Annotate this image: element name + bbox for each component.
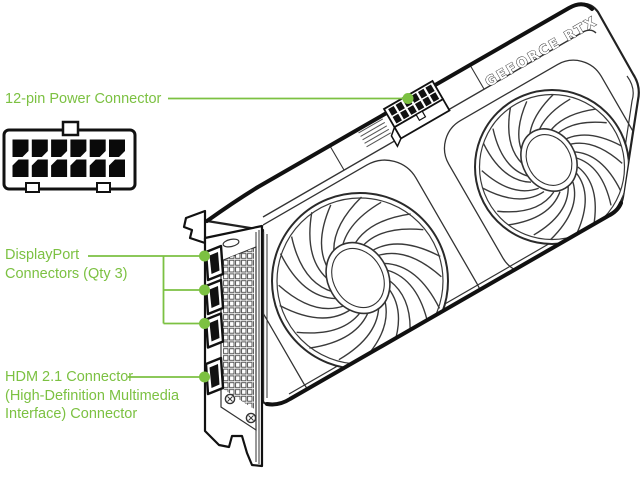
displayport-label-line1: DisplayPort — [5, 247, 80, 263]
power-connector-label: 12-pin Power Connector — [5, 90, 161, 109]
hdmi-label: HDM 2.1 Connector (High-Definition Multi… — [5, 368, 179, 424]
hdmi-label-line3: Interface) Connector — [5, 406, 138, 422]
bracket-tab — [182, 209, 207, 245]
bottom-edge-thick — [265, 201, 623, 407]
callout-dot-power — [402, 93, 414, 104]
graphics-card-illustration: GEFORCE RTX — [182, 2, 640, 468]
displayport-label-line2: Connectors (Qty 3) — [5, 266, 128, 282]
fan-left-hub — [325, 241, 391, 315]
callout-dot-dp-1 — [199, 250, 210, 262]
hdmi-label-line2: (High-Definition Multimedia — [5, 387, 180, 404]
io-bracket — [182, 209, 268, 468]
bracket-screw-bottom — [245, 412, 257, 424]
bracket-screw-top — [224, 393, 236, 405]
hdmi-port — [204, 356, 225, 396]
fan-right-hub — [520, 128, 578, 192]
displayport-port-1 — [204, 244, 225, 282]
callout-dot-dp-3 — [199, 318, 210, 329]
callout-lines — [88, 93, 414, 383]
power-connector-label-text: 12-pin Power Connector — [5, 91, 162, 107]
displayport-port-2 — [204, 278, 225, 316]
fan-right — [469, 81, 635, 253]
connector-pins — [12, 139, 125, 177]
bracket-slot-hole — [222, 238, 240, 248]
callout-dot-dp-2 — [199, 284, 210, 296]
bracket-vent-grille — [223, 248, 254, 409]
connector-latch-tab — [61, 120, 80, 137]
top-band-seam-1 — [329, 145, 345, 171]
displayport-label: DisplayPort Connectors (Qty 3) — [5, 246, 128, 284]
power-connector-icon — [2, 120, 137, 193]
callout-dot-hdmi — [199, 371, 210, 383]
hdmi-label-line1: HDM 2.1 Connector — [5, 369, 134, 385]
top-band-seam-2 — [469, 64, 485, 90]
shroud-inner-line-right — [617, 75, 634, 195]
power-connector-3d — [358, 79, 451, 148]
displayport-port-3 — [204, 312, 225, 349]
heatsink-fins — [358, 118, 392, 148]
top-band-lower-line — [262, 29, 597, 218]
